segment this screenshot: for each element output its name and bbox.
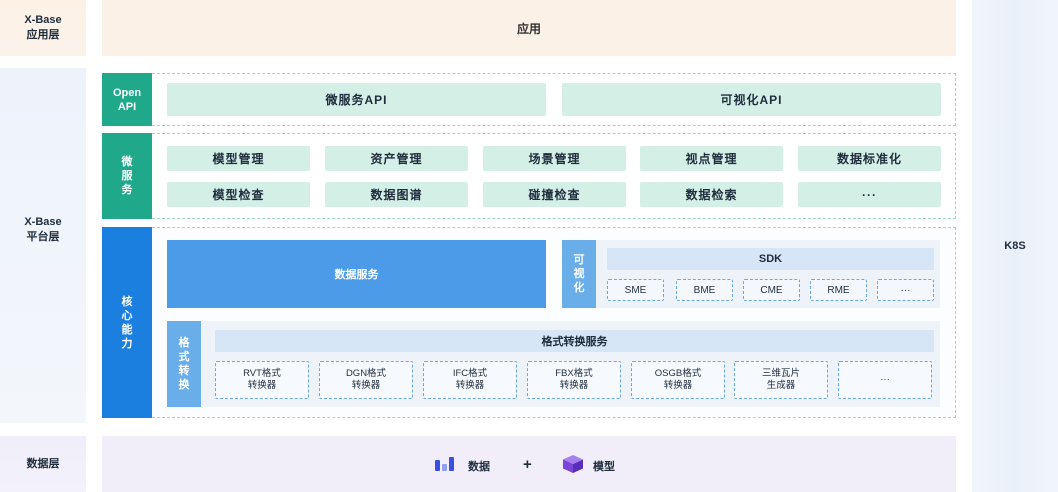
ms-more: ··· <box>798 182 941 207</box>
micro-service-tag: 微 服 务 <box>102 133 152 219</box>
visualization-tag: 可 视 化 <box>562 240 596 308</box>
data-label: 数据 <box>468 461 490 473</box>
format-conversion-tag: 格 式 转 换 <box>167 321 201 407</box>
app-label: 应用 <box>516 21 541 36</box>
plus-sign: + <box>523 456 532 473</box>
app-layer-label: X-Base 应用层 <box>24 14 62 41</box>
converter-more: ··· <box>838 361 932 399</box>
platform-layer-band <box>0 68 86 423</box>
model-label: 模型 <box>593 461 615 473</box>
data-service-box: 数据服务 <box>167 240 546 308</box>
engine-more: ··· <box>877 279 934 301</box>
ms-data-search: 数据检索 <box>640 182 783 207</box>
engine-cme: CME <box>743 279 800 301</box>
converter-rvt: RVT格式 转换器 <box>215 361 309 399</box>
sdk-bar: SDK <box>607 248 934 270</box>
ms-data-graph: 数据图谱 <box>325 182 468 207</box>
visual-api-box: 可视化API <box>562 83 941 116</box>
app-layer-band <box>0 0 86 56</box>
format-conversion-title: 格式转换服务 <box>215 330 934 352</box>
ms-model-check: 模型检查 <box>167 182 310 207</box>
ms-data-standardization: 数据标准化 <box>798 146 941 171</box>
engine-bme: BME <box>676 279 733 301</box>
k8s-band <box>972 0 1058 492</box>
converter-osgb: OSGB格式 转换器 <box>631 361 725 399</box>
converter-dgn: DGN格式 转换器 <box>319 361 413 399</box>
converter-3d-tiles: 三维瓦片 生成器 <box>734 361 828 399</box>
ms-asset-management: 资产管理 <box>325 146 468 171</box>
ms-model-management: 模型管理 <box>167 146 310 171</box>
k8s-label: K8S <box>1004 239 1026 252</box>
converter-fbx: FBX格式 转换器 <box>527 361 621 399</box>
data-layer-box <box>102 436 956 492</box>
converter-ifc: IFC格式 转换器 <box>423 361 517 399</box>
engine-sme: SME <box>607 279 664 301</box>
open-api-tag: Open API <box>102 73 152 126</box>
ms-viewpoint-management: 视点管理 <box>640 146 783 171</box>
data-layer-band <box>0 436 86 492</box>
data-icon <box>435 457 454 471</box>
data-layer-label: 数据层 <box>26 457 60 470</box>
platform-layer-label: X-Base 平台层 <box>24 216 62 243</box>
app-layer-box: 应用 <box>102 0 956 56</box>
engine-rme: RME <box>810 279 867 301</box>
ms-scene-management: 场景管理 <box>483 146 626 171</box>
core-tag: 核 心 能 力 <box>102 227 152 418</box>
model-cube-icon <box>563 455 583 473</box>
ms-collision-check: 碰撞检查 <box>483 182 626 207</box>
microservice-api-box: 微服务API <box>167 83 546 116</box>
